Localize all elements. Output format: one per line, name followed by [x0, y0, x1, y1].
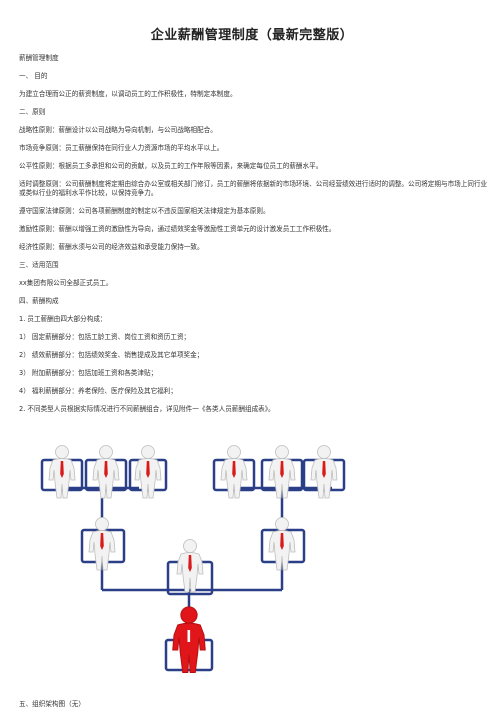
paragraph: 战略性原则：薪酬设计以公司战略为导向机制，与公司战略相配合。 [19, 126, 217, 134]
leader-figure [172, 606, 206, 674]
staff-figures [48, 445, 338, 593]
section-heading-scope: 三、适用范围 [19, 261, 59, 269]
paragraph: 公平性原则：根据员工多承担和公司的贡献，以及员工的工作年限等因素，来确定每位员工… [19, 162, 323, 170]
section-heading-purpose: 一、 目的 [19, 72, 48, 80]
list-item: 2） 绩效薪酬部分：包括绩效奖金、销售提成及其它单项奖金； [19, 351, 204, 359]
list-item: 2. 不同类型人员根据实际情况进行不同薪酬组合，详见附件一《各类人员薪酬组成表》… [19, 405, 275, 413]
paragraph: 激励性原则：薪酬以增强工资的激励性为导向，通过绩效奖金等激励性工资单元的设计激发… [19, 225, 336, 233]
list-item: 4） 福利薪酬部分：养老保险、医疗保险及其它福利； [19, 387, 177, 395]
list-item: 3） 附加薪酬部分：包括加班工资和各类津贴； [19, 369, 158, 377]
paragraph: 适时调整原则：公司薪酬制度将定期由综合办公室或相关部门修订，员工的薪酬将依据新的… [19, 180, 488, 197]
section-heading-org-chart: 五、组织架构图（无） [19, 700, 85, 708]
org-hierarchy-illustration [40, 445, 346, 674]
section-heading-principles: 二、原则 [19, 108, 46, 116]
paragraph: 为建立合理而公正的薪资制度，以调动员工的工作积极性，特制定本制度。 [19, 90, 237, 98]
list-item: 1） 固定薪酬部分：包括工龄工资、岗位工资和资历工资； [19, 333, 191, 341]
list-heading: 1. 员工薪酬由四大部分构成： [19, 315, 107, 323]
paragraph: 市场竞争原则：员工薪酬保持在同行业人力资源市场的平均水平以上。 [19, 144, 224, 152]
document-title: 企业薪酬管理制度（最新完整版） [150, 28, 354, 43]
doc-heading: 薪酬管理制度 [19, 54, 59, 62]
paragraph: 经济性原则：薪酬水须与公司的经济效益和承受能力保持一致。 [19, 243, 204, 251]
document-body: 薪酬管理制度 一、 目的 为建立合理而公正的薪资制度，以调动员工的工作积极性，特… [19, 54, 489, 423]
paragraph: xx集团有限公司全部正式员工。 [19, 279, 113, 287]
paragraph: 遵守国家法律原则：公司各项薪酬制度的制定以不违反国家相关法律规定为基本原则。 [19, 207, 270, 215]
section-heading-composition: 四、薪酬构成 [19, 297, 59, 305]
